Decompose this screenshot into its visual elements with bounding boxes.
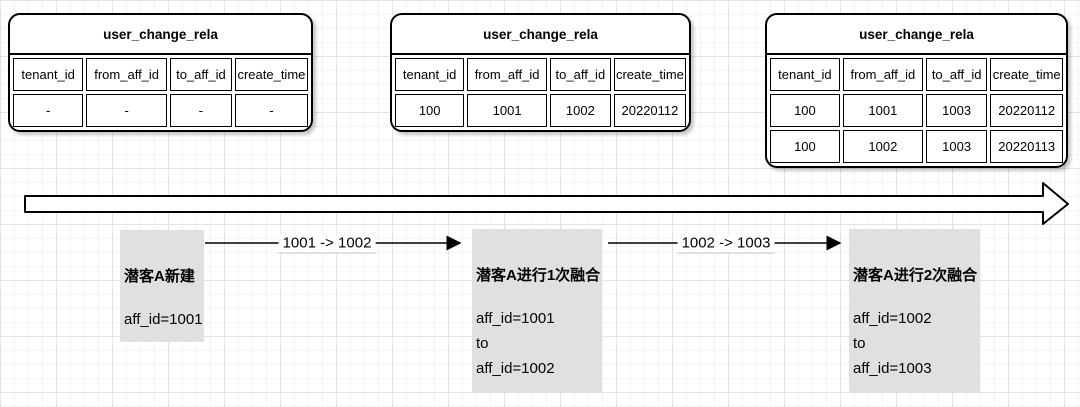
column-header: from_aff_id	[86, 58, 167, 91]
transition-label-2: 1002 -> 1003	[677, 234, 775, 254]
table-cell: 100	[770, 130, 840, 163]
timeline-arrow	[24, 182, 1069, 225]
transition-label-1: 1001 -> 1002	[278, 234, 376, 254]
table-cell: 1003	[925, 130, 988, 163]
table-cell: -	[13, 94, 84, 127]
table-cell: -	[234, 94, 308, 127]
table-cell: 100	[395, 94, 465, 127]
stage-line: to	[853, 335, 866, 352]
table-cell: 1002	[549, 94, 611, 127]
table-cell: 1001	[467, 94, 547, 127]
stage-box-merge-2: 潜客A进行2次融合 aff_id=1002 to aff_id=1003	[849, 229, 980, 393]
stage-box-created: 潜客A新建 aff_id=1001	[120, 230, 204, 342]
column-header: create_time	[234, 58, 308, 91]
table-cell: 1001	[842, 94, 923, 127]
stage-line: aff_id=1001	[476, 310, 555, 327]
table-grid: tenant_id from_aff_id to_aff_id create_t…	[392, 55, 689, 130]
column-header: create_time	[990, 58, 1063, 91]
stage-line: to	[476, 335, 489, 352]
table-cell: 1002	[842, 130, 923, 163]
column-header: create_time	[613, 58, 686, 91]
stage-title: 潜客A新建	[124, 268, 195, 285]
table-title: user_change_rela	[767, 15, 1066, 55]
table-cell: 20220112	[990, 94, 1063, 127]
db-table-first-merge: user_change_rela tenant_id from_aff_id t…	[390, 13, 691, 132]
table-title: user_change_rela	[10, 15, 311, 55]
stage-title: 潜客A进行1次融合	[476, 267, 601, 284]
db-table-initial: user_change_rela tenant_id from_aff_id t…	[8, 13, 313, 132]
table-title: user_change_rela	[392, 15, 689, 55]
table-cell: 1003	[925, 94, 988, 127]
table-cell: 20220112	[613, 94, 686, 127]
table-cell: -	[86, 94, 167, 127]
column-header: to_aff_id	[549, 58, 611, 91]
column-header: tenant_id	[770, 58, 840, 91]
column-header: tenant_id	[395, 58, 465, 91]
stage-line: aff_id=1002	[853, 310, 932, 327]
stage-line: aff_id=1001	[124, 311, 203, 328]
stage-line: aff_id=1002	[476, 360, 555, 377]
stage-line: aff_id=1003	[853, 360, 932, 377]
stage-box-merge-1: 潜客A进行1次融合 aff_id=1001 to aff_id=1002	[472, 229, 602, 393]
db-table-second-merge: user_change_rela tenant_id from_aff_id t…	[765, 13, 1068, 168]
column-header: from_aff_id	[467, 58, 547, 91]
table-cell: 100	[770, 94, 840, 127]
table-grid: tenant_id from_aff_id to_aff_id create_t…	[10, 55, 311, 130]
table-grid: tenant_id from_aff_id to_aff_id create_t…	[767, 55, 1066, 166]
column-header: from_aff_id	[842, 58, 923, 91]
column-header: to_aff_id	[925, 58, 988, 91]
table-cell: -	[169, 94, 232, 127]
column-header: tenant_id	[13, 58, 84, 91]
stage-title: 潜客A进行2次融合	[853, 267, 978, 284]
column-header: to_aff_id	[169, 58, 232, 91]
table-cell: 20220113	[990, 130, 1063, 163]
